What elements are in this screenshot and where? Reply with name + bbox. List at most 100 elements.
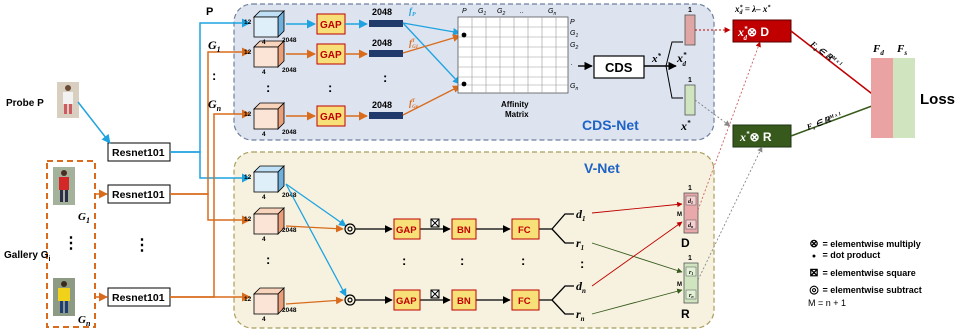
fd-arrow (790, 30, 881, 101)
tensor-gn-c: 2048 (282, 129, 297, 136)
gallery-image-n (53, 278, 75, 316)
vnet-tensor-p (253, 165, 285, 193)
resnet-probe-label: Resnet101 (112, 147, 165, 159)
tensor-g1-w: 4 (262, 69, 266, 76)
probe-label: Probe P (6, 98, 44, 109)
branch-gn-label: Gn (208, 97, 222, 113)
xd-formula: x*d = λ– x* (734, 4, 771, 16)
feature-fp-label: fP (409, 6, 416, 18)
feature-bar-g1 (369, 50, 403, 57)
vnet-fc-box-n (511, 289, 540, 311)
gallery-distribution (170, 47, 251, 302)
matrix-row-3: . (571, 60, 573, 67)
feature-dim-p: 2048 (372, 7, 392, 17)
xs-to-product (694, 99, 731, 127)
loss-fs-label: Fs (896, 43, 907, 57)
vnet-tensor-g1 (253, 207, 285, 235)
gap-label-p: GAP (320, 20, 342, 31)
vnet-tensor-g1-c: 2048 (282, 227, 297, 234)
r-vector-rn: rn (689, 293, 694, 299)
v-net-panel (233, 151, 715, 329)
vnet-bn-label-1: BN (457, 225, 471, 236)
d-vector-m: M (677, 212, 682, 218)
fs-arrow (790, 101, 881, 137)
xs-product-label: x*⊗ R (739, 130, 772, 144)
gallery-g1-label: G1 (78, 211, 90, 225)
x-star-label: x* (651, 52, 662, 65)
vnet-tensor-gn-c: 2048 (282, 307, 297, 314)
loss-label: Loss (920, 91, 955, 108)
xd-label: x*d (676, 51, 687, 68)
v-net-label: V-Net (584, 160, 620, 176)
vnet-fc-box-1 (511, 218, 540, 240)
affinity-label-2: Matrix (505, 110, 529, 119)
matrix-row-4: Gn (570, 83, 578, 92)
r-to-product (697, 146, 763, 281)
affinity-label-1: Affinity (501, 100, 529, 109)
vnet-tensor-gn-h: 12 (244, 296, 252, 303)
tensor-p-h: 12 (244, 19, 252, 26)
matrix-row-2: G2 (570, 42, 578, 51)
matrix-col-2: G2 (497, 8, 505, 17)
square-op-n (430, 289, 440, 299)
probe-arrow (77, 101, 111, 144)
matrix-col-1: G1 (478, 8, 486, 17)
feature-dots: : (383, 70, 387, 85)
branch-colon: : (212, 68, 216, 83)
gallery-label: Gallery Gi (4, 250, 50, 263)
xd-product-label: x*d⊗ D (737, 25, 769, 42)
legend-square: ⊠ = elementwise square (809, 267, 916, 279)
vnet-dots-out: : (580, 256, 584, 271)
tensor-gn (253, 102, 285, 130)
r1-label: r1 (576, 236, 584, 252)
r-vector-one: 1 (688, 255, 692, 262)
d1-label: d1 (576, 207, 586, 223)
feature-bar-p (369, 20, 403, 27)
matrix-col-0: P (462, 8, 467, 15)
cds-net-label: CDS-Net (582, 117, 639, 133)
gallery-image-1 (53, 167, 75, 205)
probe-distribution (170, 18, 251, 183)
gallery-dots: ⋮ (63, 235, 79, 252)
vnet-bn-label-n: BN (457, 296, 471, 307)
tensor-g1 (253, 40, 285, 68)
tensor-p-c: 2048 (282, 37, 297, 44)
tensor-gn-w: 4 (262, 131, 266, 138)
matrix-col-4: Gn (548, 8, 556, 17)
r-vector (683, 262, 699, 304)
legend-multiply: ⊗ = elementwise multiply (809, 238, 921, 250)
vnet-bn-box-n (451, 289, 477, 311)
dn-label: dn (576, 279, 586, 295)
cds-split (665, 41, 683, 99)
vnet-dots-fc: : (521, 253, 525, 268)
resnet-dots: ⋮ (134, 237, 150, 254)
square-op-1 (430, 218, 440, 228)
xd-one: 1 (688, 7, 692, 14)
vnet-fc-label-1: FC (518, 225, 531, 236)
tensor-p-w: 4 (262, 39, 266, 46)
resnet-gn-label: Resnet101 (112, 292, 165, 304)
vnet-tensor-p-c: 2048 (282, 192, 297, 199)
gallery-frame (46, 160, 96, 328)
r-vector-m: M (677, 282, 682, 288)
vnet-fc-label-n: FC (518, 296, 531, 307)
d-vector-label: D (681, 236, 690, 250)
d-vector-d1: d1 (688, 199, 693, 205)
legend-dot: ● = dot product (811, 250, 881, 260)
xs-label: x* (680, 119, 691, 133)
matrix-row-0: P (570, 19, 575, 26)
d-to-product (697, 41, 761, 211)
loss-fd-bar (871, 58, 893, 138)
cds-label: CDS (605, 60, 633, 75)
matrix-col-3: .. (520, 8, 524, 15)
branch-p-label: P (206, 6, 213, 18)
gap-label-gn: GAP (320, 112, 342, 123)
legend-subtract: ◎ = elementwise subtract (809, 284, 922, 296)
matrix-row-1: G1 (570, 30, 578, 39)
xs-one: 1 (688, 77, 692, 84)
tensor-gn-h: 12 (244, 111, 252, 118)
xd-vector (684, 14, 696, 46)
loss-fd-label: Fd (872, 43, 884, 57)
vnet-tensor-gn (253, 287, 285, 315)
